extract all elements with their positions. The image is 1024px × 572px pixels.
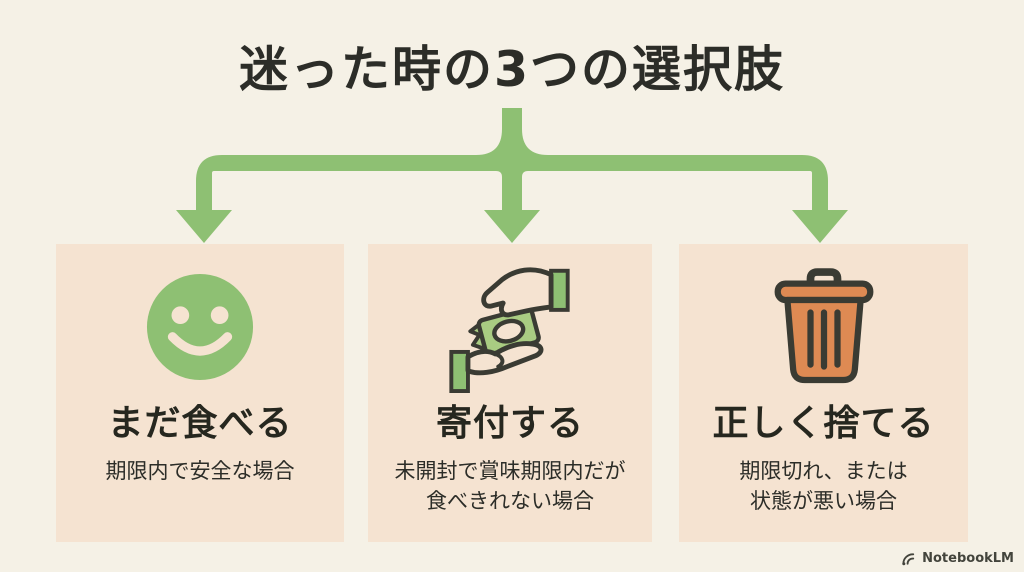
option-icon-wrap: [145, 260, 255, 394]
option-description: 期限切れ、または 状態が悪い場合: [739, 456, 907, 517]
option-title: 寄付する: [435, 403, 584, 444]
option-title: 正しく捨てる: [712, 403, 935, 444]
brand-footer: NotebookLM: [901, 551, 1014, 566]
description-line: 期限内で安全な場合: [105, 458, 295, 483]
option-icon-wrap: [446, 260, 574, 394]
option-card-eat: まだ食べる 期限内で安全な場合: [56, 244, 344, 542]
description-line: 状態が悪い場合: [750, 489, 897, 514]
description-line: 食べきれない場合: [426, 489, 594, 514]
smiley-face-icon: [146, 273, 254, 381]
option-card-donate: 寄付する 未開封で賞味期限内だが 食べきれない場合: [368, 244, 652, 542]
option-title: まだ食べる: [107, 403, 293, 444]
page-title: 迷った時の3つの選択肢: [238, 41, 786, 98]
option-card-dispose: 正しく捨てる 期限切れ、または 状態が悪い場合: [679, 244, 968, 542]
brand-label: NotebookLM: [922, 551, 1014, 566]
notebooklm-logo-icon: [902, 552, 915, 565]
description-line: 期限切れ、または: [739, 458, 908, 483]
trash-can-icon: [774, 268, 873, 384]
option-icon-wrap: [771, 260, 877, 394]
description-line: 未開封で賞味期限内だが: [394, 458, 626, 483]
hands-giving-food-icon: [449, 267, 570, 393]
option-description: 未開封で賞味期限内だが 食べきれない場合: [395, 456, 626, 517]
option-description: 期限内で安全な場合: [106, 456, 295, 486]
